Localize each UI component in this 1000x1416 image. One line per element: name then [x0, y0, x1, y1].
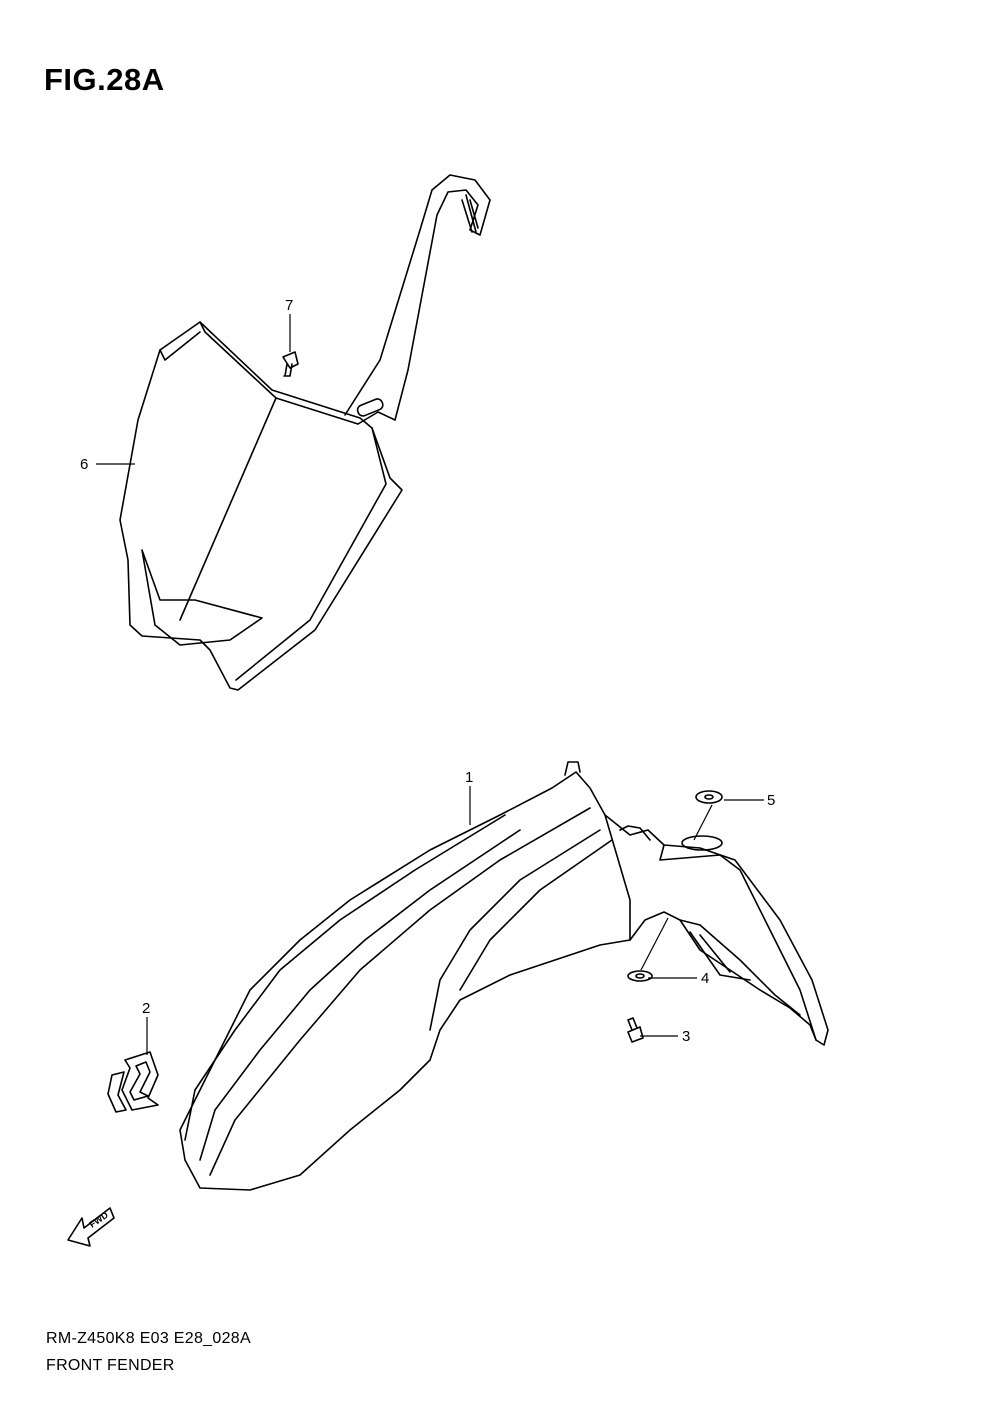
fwd-arrow-icon: FWD	[67, 1207, 115, 1247]
callout-6: 6	[80, 456, 88, 473]
callout-4: 4	[701, 970, 709, 987]
figure-title: FIG.28A	[44, 62, 165, 97]
emblem-drawing	[107, 1051, 159, 1113]
callout-5: 5	[767, 792, 775, 809]
callout-2: 2	[142, 1000, 150, 1017]
washer-lower-drawing	[627, 970, 653, 982]
figure-name: FRONT FENDER	[46, 1357, 175, 1374]
front-fender-drawing	[179, 761, 829, 1191]
callout-1: 1	[465, 769, 473, 786]
callout-7: 7	[285, 297, 293, 314]
fender-bolt-drawing	[627, 1017, 644, 1043]
figure-code: RM-Z450K8 E03 E28_028A	[46, 1330, 251, 1347]
plate-bolt-drawing	[282, 351, 299, 377]
callout-3: 3	[682, 1028, 690, 1045]
number-plate-drawing	[119, 174, 491, 691]
leader-lines	[96, 314, 764, 1055]
washer-upper-drawing	[695, 790, 723, 804]
